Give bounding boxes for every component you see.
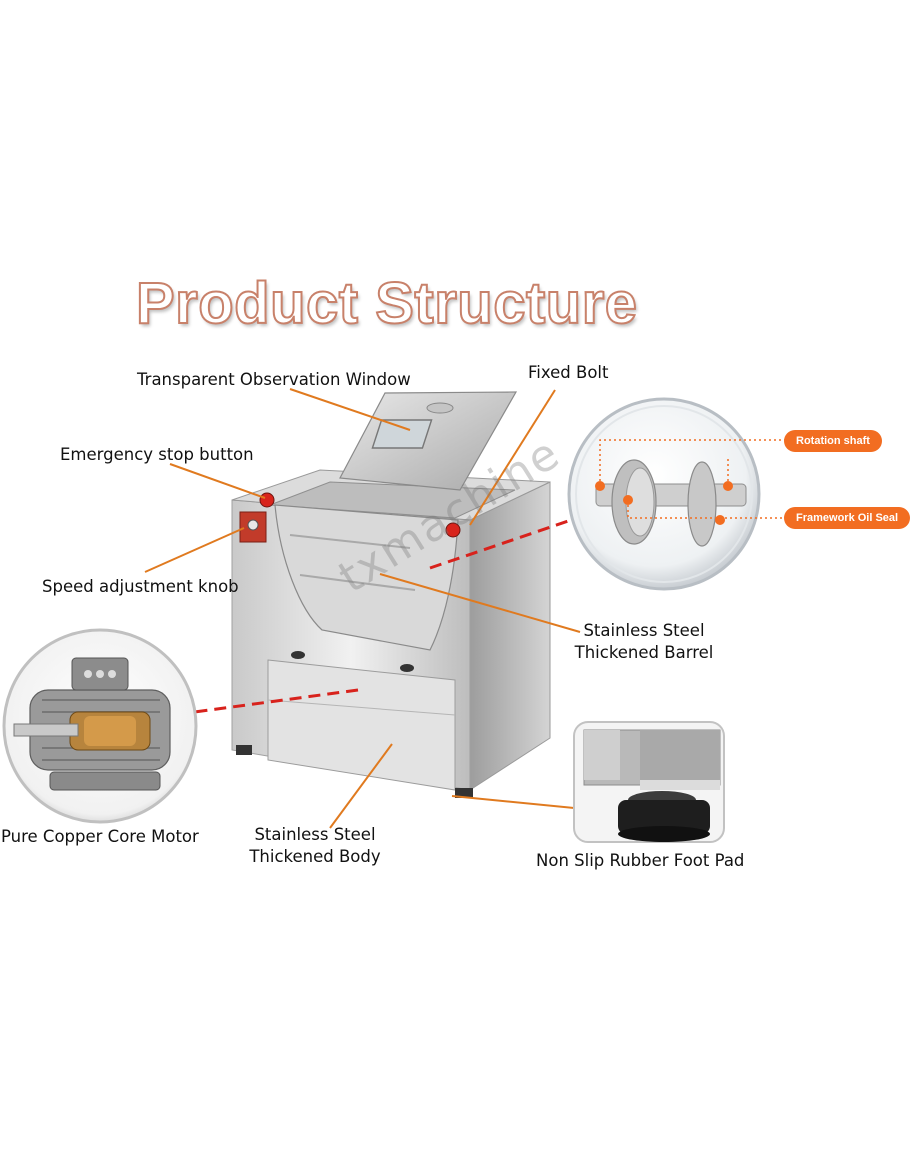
callout-rotation-shaft: Rotation shaft bbox=[784, 430, 882, 452]
motor-detail-lens bbox=[2, 628, 198, 824]
label-body-line2: Thickened Body bbox=[249, 847, 381, 866]
label-observation-window: Transparent Observation Window bbox=[137, 370, 411, 389]
label-foot-pad: Non Slip Rubber Foot Pad bbox=[536, 851, 745, 870]
label-barrel-line2: Thickened Barrel bbox=[574, 643, 714, 662]
foot-pad-detail bbox=[573, 721, 725, 843]
callout-oil-seal: Framework Oil Seal bbox=[784, 507, 910, 529]
leader-lines bbox=[144, 388, 626, 829]
callout-connectors bbox=[599, 439, 786, 520]
label-barrel-line1: Stainless Steel bbox=[583, 621, 705, 640]
label-motor: Pure Copper Core Motor bbox=[1, 827, 199, 846]
label-speed-knob: Speed adjustment knob bbox=[42, 577, 239, 596]
label-fixed-bolt: Fixed Bolt bbox=[528, 363, 609, 382]
label-body-line1: Stainless Steel bbox=[254, 825, 376, 844]
page-title: Product Structure bbox=[135, 270, 638, 337]
label-body: Stainless Steel Thickened Body bbox=[240, 825, 390, 866]
shaft-detail-lens bbox=[567, 397, 761, 591]
label-barrel: Stainless Steel Thickened Barrel bbox=[568, 621, 720, 662]
dough-mixer-illustration bbox=[231, 391, 551, 798]
label-emergency-stop: Emergency stop button bbox=[60, 445, 254, 464]
